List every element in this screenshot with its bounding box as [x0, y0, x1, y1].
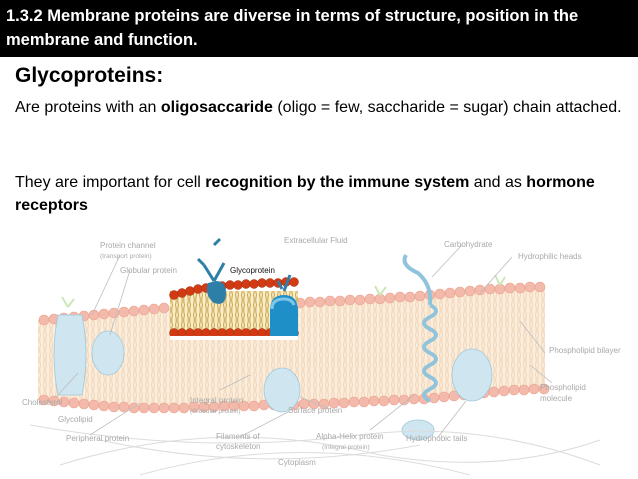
function-text-start: They are important for cell	[15, 174, 206, 191]
function-keyword-hormone: hormone receptors	[15, 174, 595, 214]
section-subtitle: Glycoproteins:	[15, 64, 164, 87]
definition-text-end: (oligo = few, saccharide = sugar) chain …	[272, 99, 622, 116]
definition-text-start: Are proteins with an	[15, 99, 161, 116]
function-text-mid: and as	[469, 174, 527, 191]
label-alpha-helix-protein: Alpha-Helix protein	[316, 432, 384, 441]
label-integral-protein-paren: (Integral protein)	[322, 444, 370, 451]
label-phospholipid: Phospholipid	[540, 383, 586, 392]
label-hydrophobic-tails: Hydrophobic tails	[406, 434, 467, 443]
label-glycoprotein: Glycoprotein	[230, 266, 275, 275]
label-cytoplasm: Cytoplasm	[278, 458, 316, 467]
label-extracellular-fluid: Extracellular Fluid	[284, 236, 348, 245]
faded-bilayer	[38, 281, 550, 414]
alpha-helix	[402, 253, 438, 403]
definition-keyword: oligosaccaride	[160, 99, 273, 116]
label-transport-protein: (transport protein)	[100, 253, 152, 260]
label-carbohydrate: Carbohydrate	[444, 240, 493, 249]
label-integral-protein: Integral protein	[190, 396, 243, 405]
faded-proteins	[53, 314, 493, 441]
membrane-diagram: Protein channel (transport protein) Glob…	[22, 236, 621, 476]
label-glycolipid: Glycolipid	[58, 415, 93, 424]
slide-header: 1.3.2 Membrane proteins are diverse in t…	[0, 0, 638, 57]
label-globular-protein: Globular protein	[120, 266, 177, 275]
zoom-inset	[169, 237, 299, 340]
label-phospholipid-bilayer: Phospholipid bilayer	[549, 346, 621, 355]
cytoskeleton-filaments	[29, 424, 601, 476]
label-filaments: Filaments of	[216, 432, 260, 441]
label-hydrophilic-heads: Hydrophilic heads	[518, 252, 582, 261]
definition-paragraph: Are proteins with an oligosaccaride (oli…	[15, 96, 625, 119]
diagram-labels: Protein channel (transport protein) Glob…	[22, 236, 621, 467]
label-globular-protein-paren: (Globular protein)	[190, 408, 241, 415]
label-peripheral-protein: Peripheral protein	[66, 434, 129, 443]
label-cholesterol: Cholesterol	[22, 398, 63, 407]
slide-title: 1.3.2 Membrane proteins are diverse in t…	[6, 7, 579, 49]
label-surface-protein: Surface protein	[288, 406, 342, 415]
label-cytoskeleton: cytoskeleton	[216, 442, 260, 451]
label-molecule: molecule	[540, 394, 573, 403]
label-protein-channel: Protein channel	[100, 241, 156, 250]
leader-lines	[55, 244, 553, 438]
function-keyword-immune: recognition by the immune system	[205, 174, 470, 191]
function-paragraph: They are important for cell recognition …	[15, 171, 625, 217]
